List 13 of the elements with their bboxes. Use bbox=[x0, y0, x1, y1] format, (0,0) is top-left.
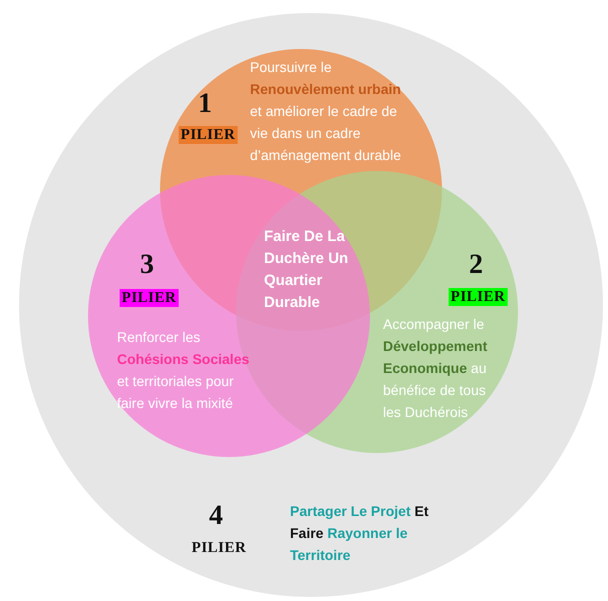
pillar-description: Accompagner le Développement Economique au bénéfice de tous les Duchérois bbox=[383, 315, 488, 422]
pillar-label: PILIER bbox=[448, 288, 508, 306]
center-title: Faire De La Duchère Un Quartier Durable bbox=[264, 227, 350, 313]
pillar-description: Renforcer les Cohésions Sociales et territoriales pour faire vivre la mixité bbox=[117, 328, 250, 413]
pillar-number: 2 bbox=[469, 250, 483, 280]
pillar-description: Partager Le Projet Et Faire Rayonner le Territoire bbox=[290, 502, 430, 565]
pillar-label: PILIER bbox=[120, 289, 178, 307]
pillar-number: 3 bbox=[140, 250, 154, 280]
pillar-number: 1 bbox=[198, 89, 212, 119]
pillar-description: Poursuivre le Renouvèlement urbain et améliorer le cadre de vie dans un cadre d’aménagement durable bbox=[250, 58, 402, 165]
pillar-label: PILIER bbox=[178, 126, 238, 144]
pillar-number: 4 bbox=[209, 501, 223, 531]
pillar-label: PILIER bbox=[190, 539, 248, 557]
